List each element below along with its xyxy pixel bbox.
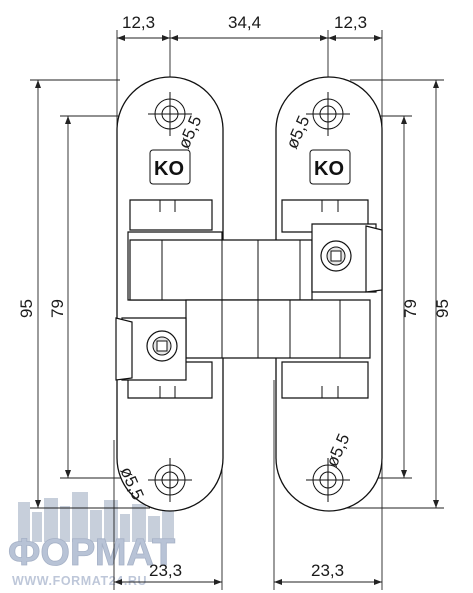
watermark-url: WWW.FORMAT24.RU	[12, 574, 147, 588]
hinge-mechanism	[115, 223, 383, 381]
svg-text:KO: KO	[154, 158, 184, 180]
dim-right-outer: 95	[433, 299, 452, 318]
adjustment-screw-upper	[320, 240, 352, 272]
dim-top-middle: 34,4	[228, 13, 261, 32]
dim-bottom-left: 23,3	[149, 561, 182, 580]
brand-logo-left: KO	[149, 149, 191, 185]
dim-top-right: 12,3	[334, 13, 367, 32]
dim-left-outer: 95	[17, 299, 36, 318]
watermark-city-skyline	[18, 492, 174, 542]
adjustment-screw-lower	[146, 330, 178, 362]
dimension-labels: 12,3 34,4 12,3 95 79 79 95 23,3 23,3	[17, 13, 452, 580]
brand-logo-right: KO	[309, 149, 351, 185]
dim-left-inner: 79	[48, 299, 67, 318]
dim-right-inner: 79	[401, 299, 420, 318]
dim-bottom-right: 23,3	[311, 561, 344, 580]
dim-top-left: 12,3	[122, 13, 155, 32]
svg-text:KO: KO	[314, 158, 344, 180]
right-hinge-leaf: KO	[275, 76, 383, 512]
watermark: ФОРМАТ WWW.FORMAT24.RU	[8, 492, 176, 588]
watermark-brand: ФОРМАТ	[8, 532, 175, 574]
